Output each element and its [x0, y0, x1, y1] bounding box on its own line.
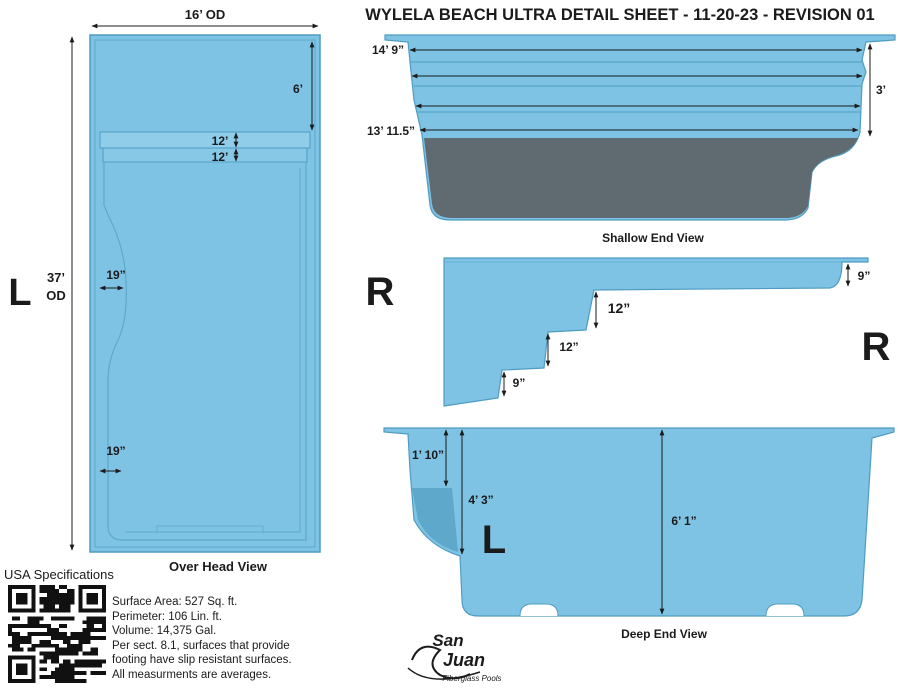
overhead-caption: Over Head View: [169, 559, 268, 574]
overhead-length-label-1: 37’: [47, 270, 65, 285]
spec-note-3: All measurments are averages.: [112, 668, 272, 681]
deep-bench-height-label: 1’ 10”: [412, 448, 444, 462]
overhead-width-label: 16’ OD: [185, 7, 225, 22]
side-marker-right: R: [862, 325, 891, 369]
side-step-a-label: 12”: [608, 300, 631, 316]
side-top-step-label: 9”: [858, 269, 871, 283]
deep-end-view: 1’ 10” 4’ 3” L 6’ 1” Deep End View: [383, 427, 895, 641]
side-marker-left: R: [366, 270, 395, 314]
overhead-step-1: [99, 131, 311, 149]
side-step-b-label: 12”: [559, 340, 578, 354]
deep-bench-depth-label: 4’ 3”: [468, 493, 493, 507]
side-steps-body: [443, 257, 869, 407]
san-juan-logo: San Juan Fiberglass Pools: [407, 631, 502, 683]
shallow-depth-label: 3’: [876, 83, 886, 97]
overhead-bench-upper-label: 19”: [106, 268, 125, 282]
logo-tagline: Fiberglass Pools: [442, 674, 501, 683]
overhead-pool-deck-edge: [94, 39, 316, 548]
spec-note-2: footing have slip resistant surfaces.: [112, 654, 292, 667]
overhead-length-label-2: OD: [46, 288, 66, 303]
deep-caption: Deep End View: [621, 627, 707, 641]
sheet-title: WYLELA BEACH ULTRA DETAIL SHEET - 11-20-…: [365, 6, 874, 24]
deep-side-marker: L: [482, 518, 506, 562]
spec-volume: Volume: 14,375 Gal.: [112, 625, 217, 638]
overhead-bench-lower-label: 19”: [106, 444, 125, 458]
overhead-step-2: [102, 147, 308, 163]
overhead-side-marker: L: [8, 272, 31, 314]
qr-code[interactable]: [8, 585, 106, 683]
side-step-c-label: 9”: [513, 376, 526, 390]
spec-perimeter: Perimeter: 106 Lin. ft.: [112, 610, 222, 623]
logo-word-2: Juan: [443, 650, 485, 670]
deep-bench-shadow: [412, 488, 458, 552]
side-steps-view: R R 9” 12” 12” 9”: [366, 257, 891, 407]
overhead-pool-interior: [103, 161, 307, 541]
overhead-step1-label: 12’: [212, 134, 229, 148]
specs-heading: USA Specifications: [4, 567, 114, 582]
specs-list: Surface Area: 527 Sq. ft. Perimeter: 106…: [112, 595, 312, 683]
shallow-top-width-label: 14’ 9”: [372, 43, 404, 57]
overhead-step2-label: 12’: [212, 150, 229, 164]
overhead-view: 16’ OD 37’ OD L 6’ 12’ 12’ 19” 19” Over …: [8, 7, 321, 574]
deep-max-depth-label: 6’ 1”: [671, 514, 696, 528]
shallow-interior-shadow: [424, 138, 858, 218]
shallow-end-view: 14’ 9” 13’ 11.5” 3’ Shallow End View: [367, 34, 896, 245]
logo-word-1: San: [432, 631, 463, 650]
shallow-caption: Shallow End View: [602, 231, 704, 245]
overhead-shallow-label: 6’: [293, 82, 303, 96]
spec-note-1: Per sect. 8.1, surfaces that provide: [112, 639, 290, 652]
spec-surface-area: Surface Area: 527 Sq. ft.: [112, 596, 238, 608]
shallow-bottom-width-label: 13’ 11.5”: [367, 124, 415, 138]
deep-pool-body: [383, 427, 895, 617]
